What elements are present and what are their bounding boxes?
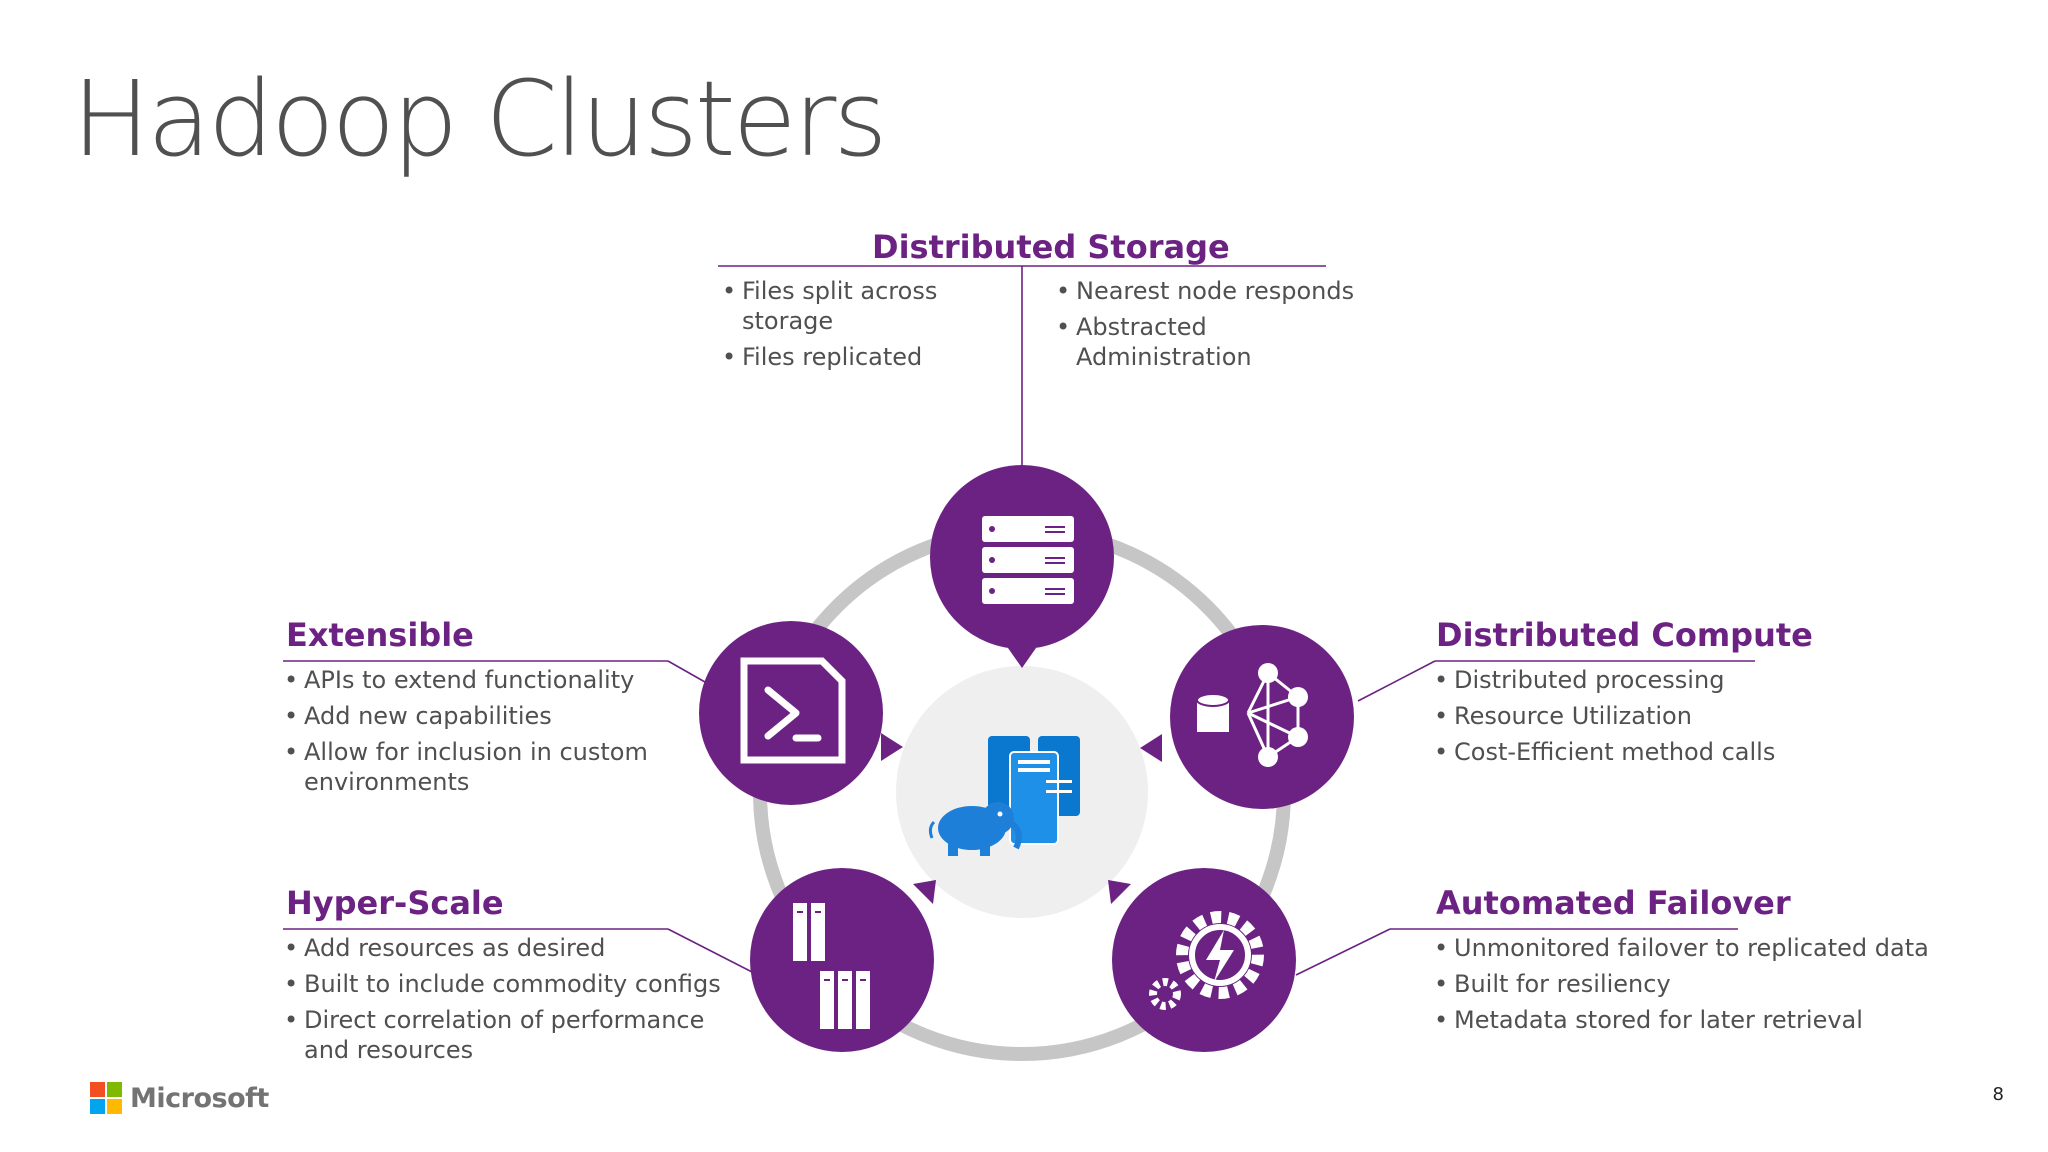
list-item: Files split across storage — [722, 276, 1022, 336]
failover-bullets: Unmonitored failover to replicated data … — [1434, 933, 1934, 1041]
gear-lightning-icon — [1149, 911, 1264, 1010]
hyperscale-bullets: Add resources as desired Built to includ… — [284, 933, 744, 1071]
hyperscale-node — [750, 868, 934, 1052]
extensible-heading: Extensible — [286, 616, 474, 654]
extensible-node — [699, 621, 883, 805]
list-item: Built to include commodity configs — [284, 969, 744, 999]
list-item: APIs to extend functionality — [284, 665, 674, 695]
page-number: 8 — [1992, 1084, 2004, 1105]
network-nodes-icon — [1196, 663, 1308, 767]
list-item: Allow for inclusion in custom environmen… — [284, 737, 674, 797]
compute-node — [1170, 625, 1354, 809]
list-item: Direct correlation of performance and re… — [284, 1005, 744, 1065]
extensible-bullets: APIs to extend functionality Add new cap… — [284, 665, 674, 803]
list-item: Distributed processing — [1434, 665, 1854, 695]
list-item: Unmonitored failover to replicated data — [1434, 933, 1934, 963]
list-item: Built for resiliency — [1434, 969, 1934, 999]
microsoft-logo: Microsoft — [90, 1082, 269, 1114]
server-rack-icon — [982, 516, 1074, 604]
storage-bullets-left: Files split across storage Files replica… — [722, 276, 1022, 378]
server-towers-icon — [793, 903, 870, 1029]
list-item: Add new capabilities — [284, 701, 674, 731]
compute-bullets: Distributed processing Resource Utilizat… — [1434, 665, 1854, 773]
failover-node — [1112, 868, 1296, 1052]
list-item: Add resources as desired — [284, 933, 744, 963]
microsoft-windows-icon — [90, 1082, 122, 1114]
hyperscale-heading: Hyper-Scale — [286, 884, 504, 922]
list-item: Abstracted Administration — [1056, 312, 1386, 372]
slide-title: Hadoop Clusters — [72, 58, 888, 180]
arrow-heads — [881, 648, 1162, 904]
list-item: Nearest node responds — [1056, 276, 1386, 306]
list-item: Metadata stored for later retrieval — [1434, 1005, 1934, 1035]
list-item: Resource Utilization — [1434, 701, 1854, 731]
storage-heading: Distributed Storage — [872, 228, 1230, 266]
list-item: Cost-Efficient method calls — [1434, 737, 1854, 767]
compute-heading: Distributed Compute — [1436, 616, 1813, 654]
storage-node — [930, 465, 1114, 649]
powershell-script-icon — [740, 657, 846, 764]
hadoop-elephant-servers-icon — [928, 736, 1080, 856]
logo-text: Microsoft — [130, 1082, 269, 1114]
failover-heading: Automated Failover — [1436, 884, 1791, 922]
storage-bullets-right: Nearest node responds Abstracted Adminis… — [1056, 276, 1386, 378]
list-item: Files replicated — [722, 342, 1022, 372]
